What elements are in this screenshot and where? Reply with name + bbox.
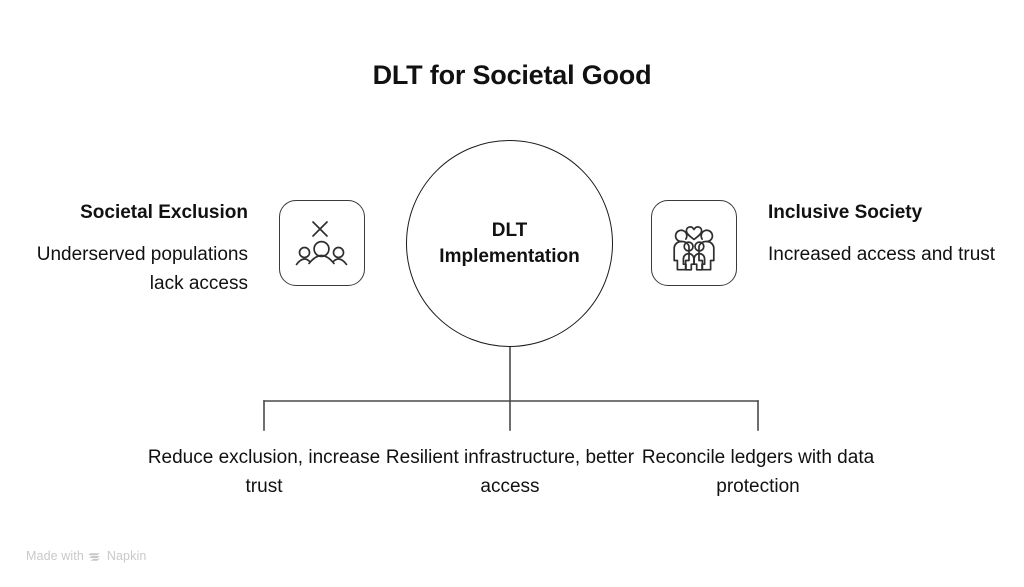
left-branch: Societal Exclusion Underserved populatio… bbox=[18, 200, 248, 299]
outcome-item: Reduce exclusion, increase trust bbox=[147, 447, 381, 498]
center-node-label: DLT Implementation bbox=[439, 220, 580, 267]
right-branch-body: Increased access and trust bbox=[768, 244, 996, 266]
icon-box-right[interactable] bbox=[651, 200, 737, 286]
right-branch: Inclusive Society Increased access and t… bbox=[768, 200, 998, 270]
family-with-heart-icon bbox=[673, 226, 715, 271]
watermark: Made with Napkin bbox=[26, 549, 146, 563]
outcome-item: Resilient infrastructure, better access bbox=[385, 447, 635, 498]
left-branch-heading: Societal Exclusion bbox=[80, 202, 248, 223]
center-node[interactable]: DLT Implementation bbox=[406, 140, 613, 347]
left-branch-body: Underserved populations lack access bbox=[36, 244, 248, 295]
right-branch-heading: Inclusive Society bbox=[768, 202, 923, 223]
watermark-brand: Napkin bbox=[106, 549, 147, 563]
icon-box-left[interactable] bbox=[279, 200, 365, 286]
group-with-x-icon bbox=[295, 221, 348, 266]
watermark-prefix: Made with bbox=[26, 549, 84, 563]
napkin-logo-icon bbox=[88, 552, 100, 561]
outcome-item: Reconcile ledgers with data protection bbox=[641, 447, 875, 498]
page-title: DLT for Societal Good bbox=[372, 60, 652, 90]
